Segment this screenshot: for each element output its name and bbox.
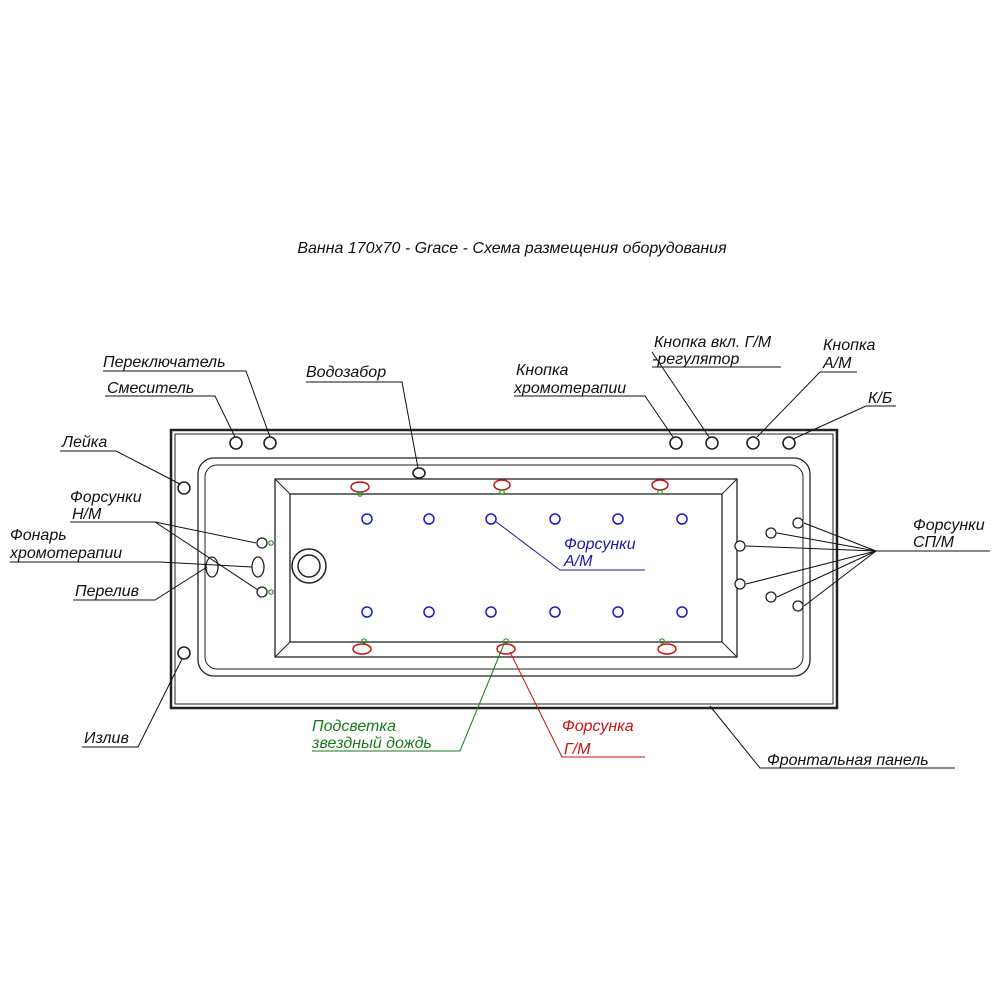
- tub-basin-inner: [289, 493, 723, 643]
- tub-basin-outer: [274, 478, 738, 658]
- label-starlight-2: звездный дождь: [311, 735, 432, 752]
- deck-fittings: [177, 436, 796, 660]
- water-intake: [412, 467, 426, 479]
- drain-outer: [291, 548, 327, 584]
- tub-outer-frame-inner: [174, 433, 834, 705]
- label-switch: Переключатель: [103, 354, 226, 371]
- mixer-hole: [263, 436, 277, 450]
- tub-inner-rim-2: [204, 464, 804, 670]
- label-chromo-button-1: Кнопка: [516, 362, 568, 379]
- label-spm-jets-1: Форсунки: [913, 517, 985, 534]
- chromo-light: [251, 556, 265, 578]
- kb-hole: [782, 436, 796, 450]
- label-chromo-button-2: хромотерапии: [513, 380, 626, 397]
- hm-button-hole: [705, 436, 719, 450]
- label-am-jets-1: Форсунки: [564, 536, 636, 553]
- label-am-button-2: А/М: [822, 355, 852, 372]
- label-shower: Лейка: [61, 434, 107, 451]
- label-am-button-1: Кнопка: [823, 337, 875, 354]
- label-am-jets-2: А/М: [563, 553, 593, 570]
- labels: Переключатель Смеситель Водозабор Кнопка…: [9, 334, 985, 769]
- nm-jet-lower: [256, 586, 268, 598]
- label-spout: Излив: [84, 730, 129, 747]
- leader-lines: [10, 351, 990, 769]
- spout-hole: [177, 646, 191, 660]
- starlight-dots: [268, 489, 665, 644]
- label-spm-jets-2: СП/М: [913, 534, 955, 551]
- label-water-intake: Водозабор: [306, 364, 386, 381]
- chromo-button-hole: [669, 436, 683, 450]
- nm-jet-upper: [256, 537, 268, 549]
- label-chromo-light-1: Фонарь: [10, 527, 67, 544]
- tub-body: [169, 428, 839, 710]
- label-nm-jets-2: Н/М: [72, 506, 102, 523]
- label-starlight-1: Подсветка: [312, 718, 396, 735]
- label-hm-jet-1: Форсунка: [562, 718, 634, 735]
- side-jets: [734, 517, 804, 612]
- air-jets: [361, 513, 688, 618]
- label-kb: К/Б: [868, 390, 892, 407]
- am-button-hole: [746, 436, 760, 450]
- left-wall-fittings: [205, 537, 268, 598]
- diagram-title: Ванна 170х70 - Grace - Схема размещения …: [297, 240, 727, 257]
- label-chromo-light-2: хромотерапии: [9, 545, 122, 562]
- label-hm-button-1: Кнопка вкл. Г/М: [654, 334, 772, 351]
- label-hm-button-2: -регулятор: [652, 351, 739, 368]
- label-nm-jets-1: Форсунки: [70, 489, 142, 506]
- drain-inner: [297, 554, 321, 578]
- tub-inner-rim: [197, 457, 811, 677]
- switch-hole: [229, 436, 243, 450]
- starlight-leader: [312, 643, 505, 752]
- hydro-jets: [350, 479, 677, 655]
- am-jets-leader: [494, 520, 645, 571]
- label-hm-jet-2: Г/М: [564, 741, 591, 758]
- label-overflow: Перелив: [75, 583, 139, 600]
- hm-jet-leader: [509, 651, 645, 758]
- label-mixer: Смеситель: [107, 380, 194, 397]
- shower-hole: [177, 481, 191, 495]
- label-front-panel: Фронтальная панель: [767, 752, 929, 769]
